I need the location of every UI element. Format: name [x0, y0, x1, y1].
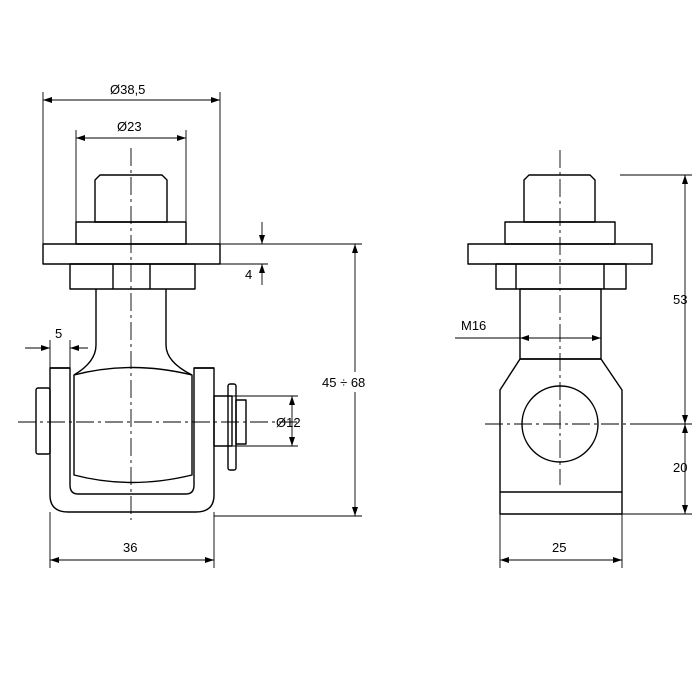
side-threaded-neck: [519, 288, 602, 360]
dim-outer-diameter: Ø38,5: [110, 82, 145, 97]
dim-side-width: 25: [552, 540, 566, 555]
dim-front-width: 36: [123, 540, 137, 555]
front-washer-plate: [42, 243, 221, 265]
front-neck: [73, 289, 193, 376]
dim-wall: 5: [55, 326, 62, 341]
dim-upper-height: 53: [673, 292, 687, 307]
front-right-pin-shank: [213, 395, 233, 447]
side-view: M16 25 53 20: [455, 150, 692, 568]
dim-inner-diameter: Ø23: [117, 119, 142, 134]
front-lower-nut: [69, 263, 196, 290]
front-body: [73, 366, 193, 484]
dim-thread: M16: [461, 318, 486, 333]
dim-pin-diameter: Ø12: [276, 415, 301, 430]
dim-height-range: 45 ÷ 68: [322, 375, 365, 390]
front-left-pin-head: [35, 387, 51, 455]
side-stud: [523, 174, 596, 223]
dim-thickness: 4: [245, 267, 252, 282]
front-view: Ø38,5 Ø23 4 5 Ø12: [18, 82, 402, 568]
dim-lower-height: 20: [673, 460, 687, 475]
side-eye-body: [499, 358, 623, 515]
